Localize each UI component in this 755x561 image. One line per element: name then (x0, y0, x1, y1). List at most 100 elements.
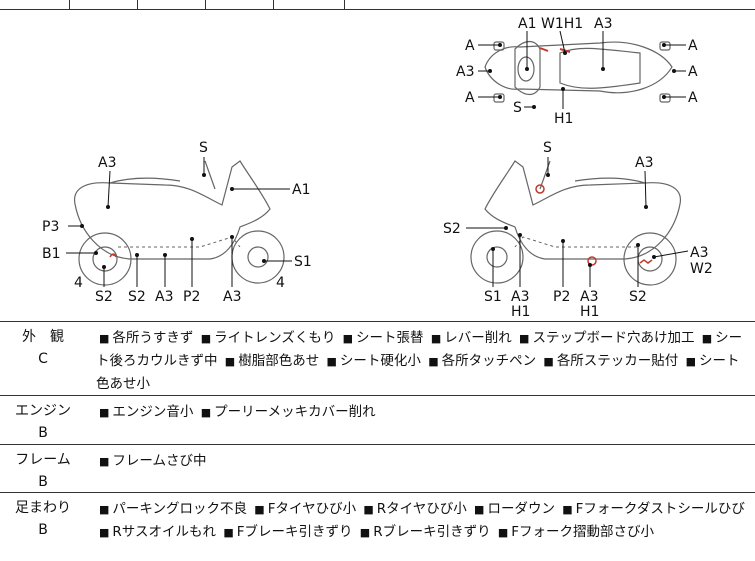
condition-item: Rタイヤひび小 (376, 501, 472, 517)
condition-notes: ■各所うすきず ■ライトレンズくもり ■シート張替 ■レバー削れ ■ステップボー… (96, 327, 748, 396)
condition-item: Rサスオイルもれ (112, 524, 221, 540)
condition-item: レバー削れ (444, 330, 517, 346)
condition-item: フレームさび中 (112, 453, 207, 469)
callout-label: A1 (518, 16, 536, 32)
bullet-square: ■ (99, 526, 110, 539)
callout-label: A3 (594, 16, 612, 32)
condition-row-exterior: 外 観 C ■各所うすきず ■ライトレンズくもり ■シート張替 ■レバー削れ ■… (0, 322, 755, 396)
condition-item: ライトレンズくもり (214, 330, 340, 346)
bullet-square: ■ (701, 332, 713, 345)
callout-label: S (543, 140, 552, 156)
condition-item: プーリーメッキカバー削れ (214, 404, 376, 420)
scooter-diagram: .body { fill: none; stroke: #666; stroke… (42, 16, 713, 320)
category-grade: C (38, 351, 48, 367)
callout-label: A3 (155, 289, 173, 305)
bullet-square: ■ (224, 355, 236, 368)
condition-item: シート硬化小 (339, 353, 426, 369)
condition-item: 各所うすきず (112, 330, 198, 346)
callout-label: A3 (635, 155, 653, 171)
bullet-square: ■ (326, 355, 337, 368)
callout-label: A1 (292, 182, 310, 198)
bullet-square: ■ (342, 332, 354, 345)
strip-cell (274, 0, 345, 9)
condition-notes: ■パーキングロック不良 ■Fタイヤひび小 ■Rタイヤひび小 ■ローダウン ■Fフ… (96, 498, 748, 544)
condition-row-suspension: 足まわり B ■パーキングロック不良 ■Fタイヤひび小 ■Rタイヤひび小 ■ロー… (0, 493, 755, 561)
bullet-square: ■ (359, 526, 371, 539)
condition-item: Fフォークダストシールひび (575, 501, 745, 517)
bullet-square: ■ (99, 503, 110, 516)
right-side-view (466, 157, 689, 287)
category-cell: エンジン B (0, 396, 86, 444)
condition-item: 各所ステッカー貼付 (556, 353, 683, 369)
category-name: 外 観 (22, 329, 64, 345)
strip-cell (0, 0, 70, 9)
strip-cell (70, 0, 138, 9)
callout-label: H1 (511, 304, 530, 320)
callout-label: A (688, 38, 698, 54)
category-grade: B (38, 425, 48, 441)
condition-item: シート張替 (356, 330, 428, 346)
condition-row-frame: フレーム B ■フレームさび中 (0, 445, 755, 493)
condition-item: ローダウン (487, 501, 560, 517)
condition-item: ステップボード穴あけ加工 (532, 330, 699, 346)
bullet-square: ■ (543, 355, 554, 368)
condition-item: シート後ろカウルきず中 (96, 330, 743, 369)
category-cell: フレーム B (0, 445, 86, 493)
bullet-square: ■ (200, 332, 212, 345)
condition-notes: ■フレームさび中 (96, 450, 748, 473)
category-name: エンジン (15, 403, 71, 419)
condition-item: Rブレーキ引きずり (373, 524, 495, 540)
category-grade: B (38, 474, 48, 490)
bullet-square: ■ (497, 526, 509, 539)
callout-label: H1 (554, 111, 573, 127)
callout-label: A3 (223, 289, 241, 305)
callout-label: A3 (511, 289, 529, 305)
callout-label: S1 (484, 289, 502, 305)
callout-label: A3 (98, 155, 116, 171)
condition-item: シート色あせ小 (96, 353, 740, 392)
bullet-square: ■ (99, 406, 110, 419)
category-name: フレーム (15, 452, 71, 468)
left-side-view (66, 157, 292, 287)
callout-label: W1H1 (541, 16, 583, 32)
callout-label: A (465, 38, 475, 54)
category-cell: 外 観 C (0, 322, 86, 370)
callout-label: S2 (95, 289, 113, 305)
callout-label: S (513, 100, 522, 116)
category-name: 足まわり (15, 500, 71, 516)
bullet-square: ■ (99, 455, 110, 468)
condition-row-engine: エンジン B ■エンジン音小 ■プーリーメッキカバー削れ (0, 396, 755, 445)
damage-diagram-panel: .body { fill: none; stroke: #666; stroke… (0, 9, 755, 322)
bullet-square: ■ (428, 355, 439, 368)
callout-label: W2 (690, 261, 713, 277)
condition-item: 各所タッチペン (441, 353, 541, 369)
bullet-square: ■ (430, 332, 442, 345)
bullet-square: ■ (200, 406, 212, 419)
callout-label: A (465, 90, 475, 106)
callout-label: B1 (42, 246, 61, 262)
condition-item: Fフォーク摺動部さび小 (511, 524, 655, 540)
callout-label: P3 (42, 219, 59, 235)
callout-label: S1 (294, 254, 312, 270)
callout-label: H1 (580, 304, 599, 320)
condition-item: Fブレーキ引きずり (236, 524, 357, 540)
callout-label: 4 (276, 275, 285, 291)
left-view-callouts: S A3 A1 P3 B1 S1 4 4 S2 S2 A3 P2 A3 (42, 140, 312, 305)
callout-label: P2 (553, 289, 570, 305)
condition-item: 樹脂部色あせ (238, 353, 324, 369)
top-view-callouts: A1 W1H1 A3 A A3 A S H1 A A A (456, 16, 698, 127)
callout-label: A3 (456, 64, 474, 80)
condition-notes: ■エンジン音小 ■プーリーメッキカバー削れ (96, 401, 748, 424)
category-grade: B (38, 522, 48, 538)
bullet-square: ■ (562, 503, 573, 516)
callout-label: 4 (74, 275, 83, 291)
condition-item: Fタイヤひび小 (267, 501, 361, 517)
bullet-square: ■ (519, 332, 530, 345)
callout-label: A (688, 64, 698, 80)
bullet-square: ■ (685, 355, 697, 368)
callout-label: S2 (629, 289, 647, 305)
condition-item: エンジン音小 (112, 404, 198, 420)
callout-label: A (688, 90, 698, 106)
bullet-square: ■ (474, 503, 485, 516)
category-cell: 足まわり B (0, 493, 86, 541)
